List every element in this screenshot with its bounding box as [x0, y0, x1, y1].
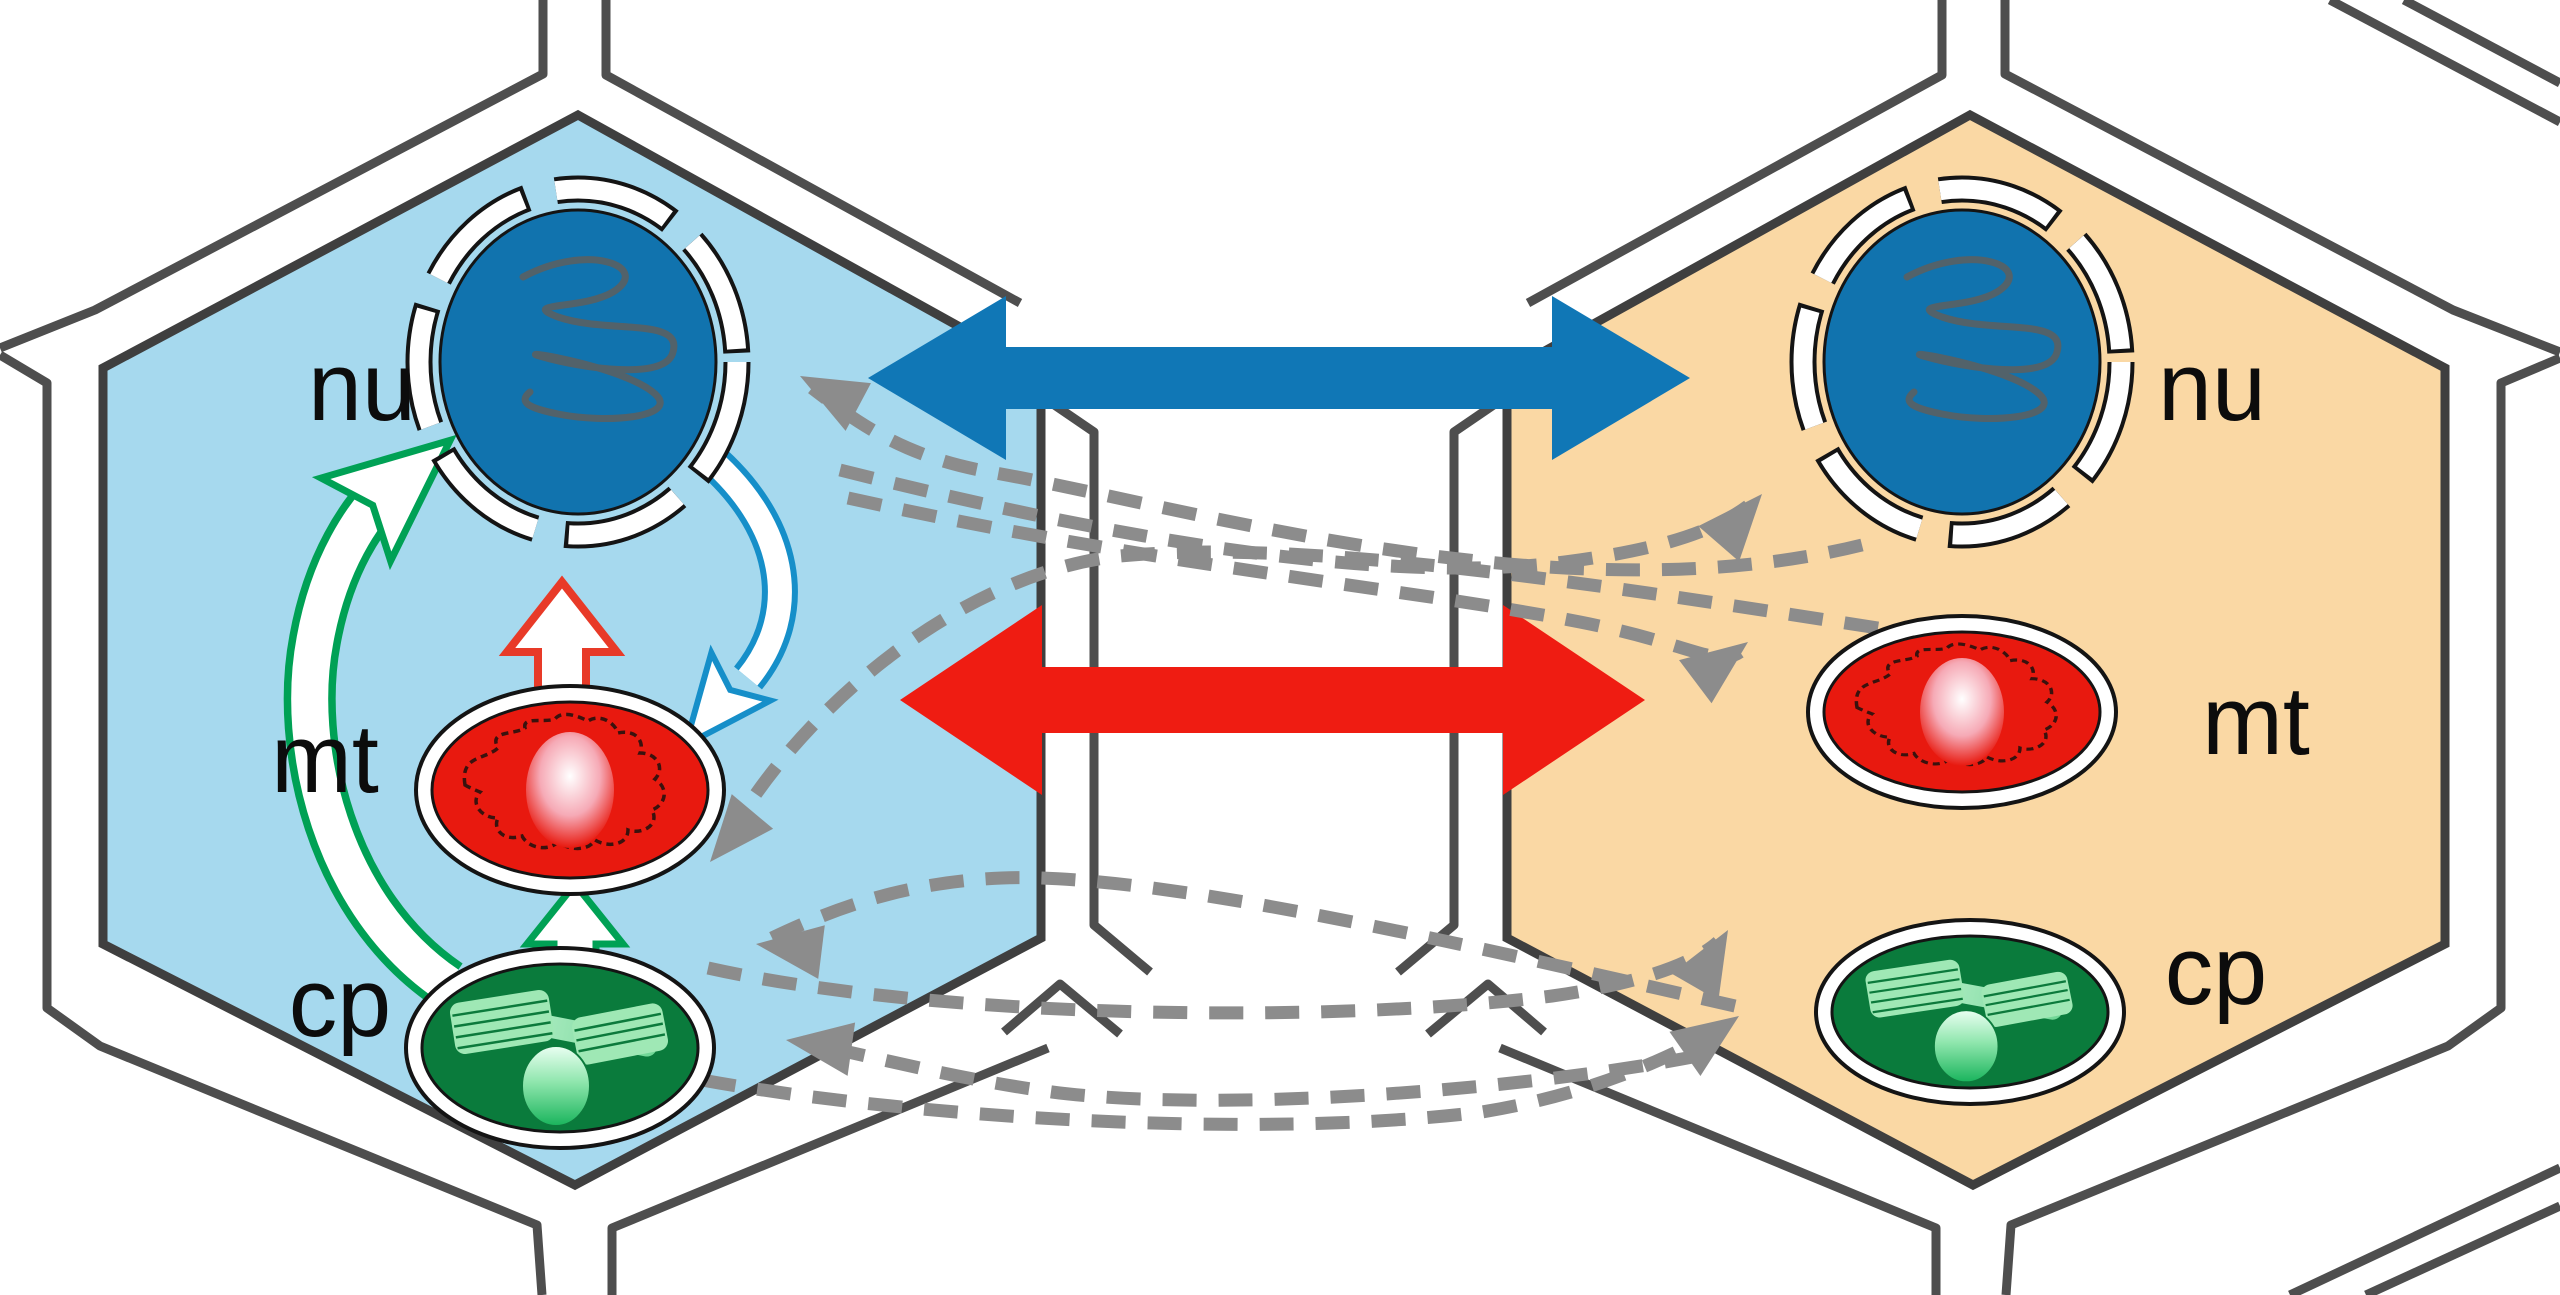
transfer-to-left-cp-a-path [769, 871, 1737, 1013]
right-chloroplast [1814, 918, 2126, 1106]
cp-to-nu-arrowhead [311, 434, 457, 571]
arrowhead-into-left-mt [710, 794, 774, 862]
nu-to-mt-arrowhead [680, 644, 779, 751]
nu-to-mt-arrow [680, 438, 798, 751]
thylakoid-icon [1865, 959, 2073, 1084]
cp-to-nu-arrow [283, 434, 464, 1007]
left-cp-label: cp [289, 948, 391, 1057]
right-mitochondrion [1806, 614, 2118, 810]
wall-corner-bottom-right-a [2288, 1163, 2560, 1295]
arrowhead-into-left-cp-a [756, 925, 825, 979]
right-cp-label: cp [2165, 916, 2267, 1025]
transfer-to-right-cp-path [700, 1020, 1730, 1131]
dashed-transfer-arrows [700, 382, 1879, 1131]
arrowhead-into-right-nu-a [1698, 494, 1762, 562]
arrowhead-into-left-nu [800, 376, 871, 431]
transfer-to-left-cp-b-path [800, 1035, 1700, 1107]
cristae-icon [462, 712, 666, 851]
transfer-to-right-mt-path [706, 937, 1723, 1020]
arrowhead-into-right-mt [1671, 930, 1728, 1001]
left-nu-label: nu [308, 332, 416, 441]
plastoglobule-icon [1932, 1009, 2000, 1084]
left-chloroplast [404, 946, 716, 1150]
mitochondria-exchange-arrow [900, 605, 1645, 795]
wall-junction-tick-right [1425, 979, 1547, 1038]
mitochondrion-matrix [1920, 658, 2004, 766]
wall-top-right-outer-of-blue [601, 0, 1023, 307]
plastoglobule-icon [521, 1045, 591, 1127]
left-nucleus [405, 175, 751, 549]
wall-corner-top-right-b [2401, 0, 2560, 87]
transfer-to-right-nu-b-path [846, 491, 1744, 664]
thylakoid-icon [449, 989, 669, 1127]
wall-left-outer-of-blue [0, 351, 547, 1295]
right-mt-label: mt [2202, 666, 2310, 775]
left-mitochondrion [414, 684, 726, 896]
arrowhead-into-right-cp [1669, 1016, 1739, 1076]
wall-right-outer-of-orange [2001, 353, 2560, 1295]
wall-corner-top-right-a [2327, 0, 2560, 126]
wall-bottom-right-outer-of-blue [607, 1043, 1050, 1295]
wall-top-left-outer-of-orange [1525, 0, 1947, 307]
nuclear-envelope [1793, 179, 2131, 545]
cristae-icon [1854, 642, 2058, 767]
wall-top-channel-left-of-blue [0, 0, 548, 353]
mitochondrion-matrix [526, 732, 614, 848]
transfer-to-left-nu-path [808, 382, 1864, 577]
chromatin-icon [1903, 256, 2062, 422]
dashed-arrow-heads [710, 376, 1762, 1076]
left-mt-label: mt [271, 704, 379, 813]
arrowhead-into-right-nu-b [1679, 642, 1748, 704]
wall-corner-bottom-right-b [2364, 1201, 2560, 1295]
right-nucleus [1789, 175, 2135, 549]
nuclear-envelope [409, 179, 747, 545]
wall-bottom-left-outer-of-orange [1498, 1043, 1941, 1295]
wall-junction-tick-left [1001, 979, 1123, 1038]
transfer-to-right-nu-a-path [838, 463, 1752, 575]
arrowhead-into-left-cp-b [786, 1022, 856, 1076]
right-nu-label: nu [2158, 332, 2266, 441]
wall-top-channel-right-of-orange [2000, 0, 2560, 357]
nucleus-exchange-arrow [868, 296, 1690, 460]
chromatin-icon [519, 256, 678, 422]
